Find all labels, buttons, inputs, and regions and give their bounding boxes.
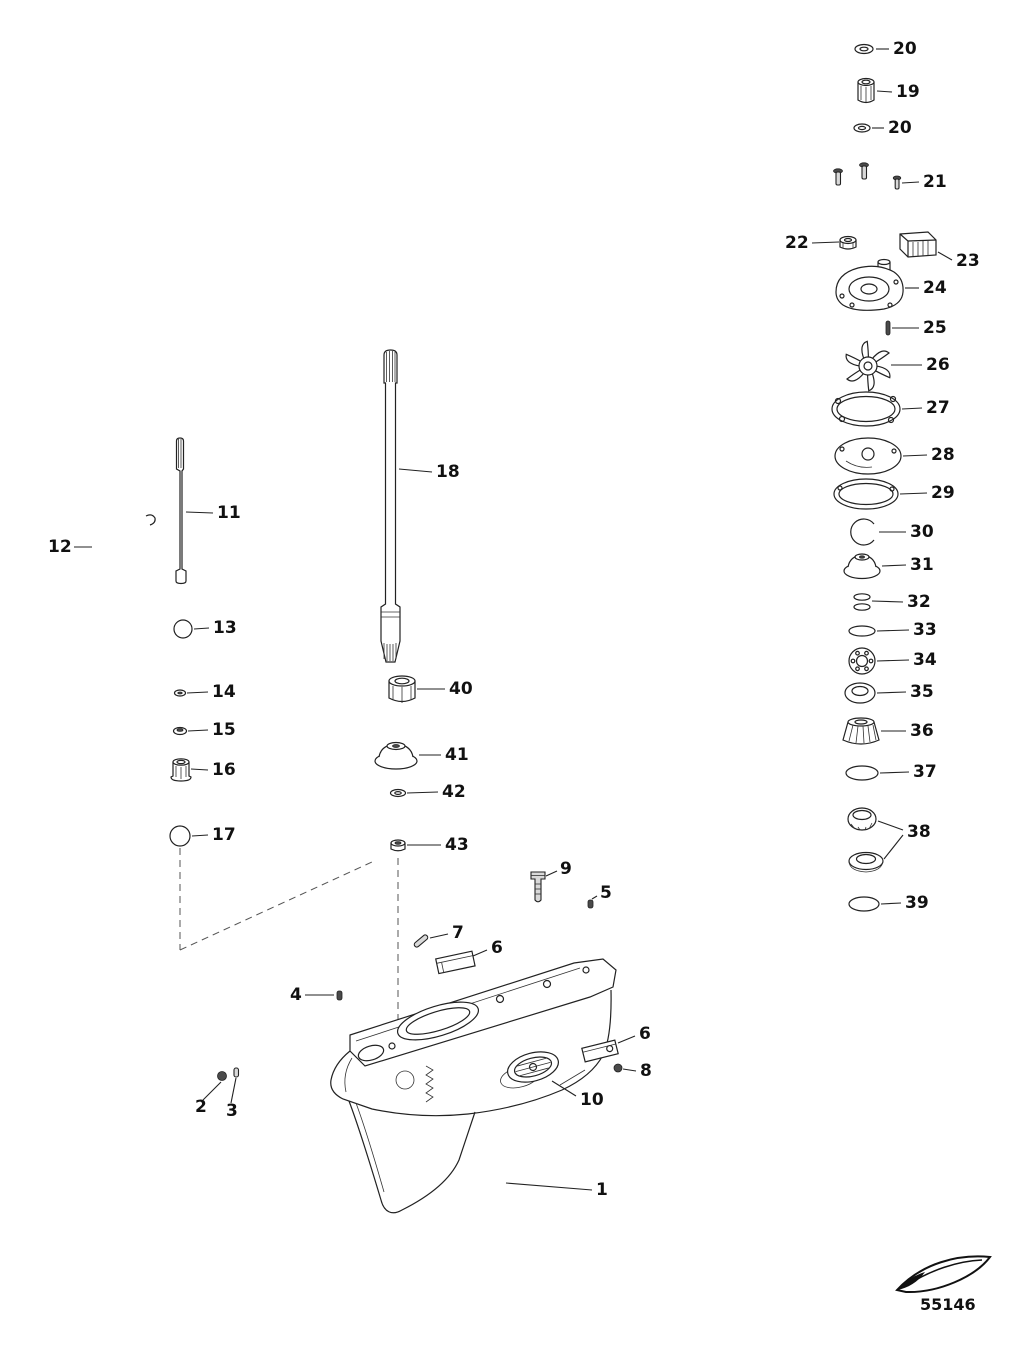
part-o-ring-17 bbox=[169, 825, 191, 847]
callout-37: 37 bbox=[913, 762, 937, 782]
part-anode-block-6a bbox=[435, 950, 476, 975]
part-water-inlet-10 bbox=[507, 1051, 559, 1083]
callout-31: 31 bbox=[910, 555, 934, 575]
callout-26: 26 bbox=[926, 355, 950, 375]
callout-10: 10 bbox=[580, 1090, 604, 1110]
callout-41: 41 bbox=[445, 745, 469, 765]
part-bearing-34 bbox=[848, 647, 876, 675]
callout-24: 24 bbox=[923, 278, 947, 298]
part-bolt-9 bbox=[530, 871, 546, 903]
part-pin-7 bbox=[413, 934, 429, 948]
part-pin-5 bbox=[587, 899, 594, 909]
part-seal-ring-20-bottom bbox=[853, 123, 871, 133]
callout-35: 35 bbox=[910, 682, 934, 702]
callout-23: 23 bbox=[956, 251, 980, 271]
callout-36: 36 bbox=[910, 721, 934, 741]
part-washer-14 bbox=[173, 689, 187, 697]
part-seals-32 bbox=[853, 593, 871, 611]
part-key-25 bbox=[885, 320, 891, 336]
callout-1: 1 bbox=[596, 1180, 608, 1200]
callout-15: 15 bbox=[212, 720, 236, 740]
part-gear-housing-1 bbox=[330, 958, 617, 1214]
part-tapered-bearing-36 bbox=[842, 717, 880, 745]
part-pin-4 bbox=[336, 990, 343, 1001]
part-washer-42 bbox=[389, 788, 407, 798]
callout-38: 38 bbox=[907, 822, 931, 842]
part-seal-ring-20-top bbox=[854, 43, 874, 55]
callout-29: 29 bbox=[931, 483, 955, 503]
callout-21: 21 bbox=[923, 172, 947, 192]
part-seal-15 bbox=[172, 726, 188, 736]
callout-22: 22 bbox=[785, 233, 809, 253]
callout-17: 17 bbox=[212, 825, 236, 845]
assembly-dashed-lines bbox=[179, 848, 399, 1032]
callout-19: 19 bbox=[896, 82, 920, 102]
part-pin-3 bbox=[233, 1067, 240, 1078]
callout-40: 40 bbox=[449, 679, 473, 699]
callout-28: 28 bbox=[931, 445, 955, 465]
callout-labels: 20 19 20 21 22 23 24 25 26 27 28 29 30 3… bbox=[48, 39, 980, 1200]
part-bearing-and-race-38 bbox=[847, 807, 884, 873]
callout-4: 4 bbox=[290, 985, 302, 1005]
part-screw-8 bbox=[613, 1063, 623, 1073]
part-o-ring-13 bbox=[173, 619, 193, 639]
leader-lines bbox=[74, 48, 953, 1191]
brand-logo-icon bbox=[895, 1255, 992, 1294]
callout-6-lower: 6 bbox=[639, 1024, 651, 1044]
part-screw-2 bbox=[217, 1071, 227, 1081]
part-o-ring-37 bbox=[845, 765, 879, 781]
callout-20-top: 20 bbox=[893, 39, 917, 59]
part-bushing-16 bbox=[170, 758, 192, 782]
part-water-pump-cover-24 bbox=[835, 258, 904, 311]
callout-34: 34 bbox=[913, 650, 937, 670]
part-screws-21 bbox=[833, 162, 902, 190]
callout-11: 11 bbox=[217, 503, 241, 523]
callout-12: 12 bbox=[48, 537, 72, 557]
callout-8: 8 bbox=[640, 1061, 652, 1081]
part-oil-seal-carrier-31 bbox=[843, 553, 881, 580]
callout-20-bottom: 20 bbox=[888, 118, 912, 138]
callout-5: 5 bbox=[600, 883, 612, 903]
part-seal-carrier-41 bbox=[374, 741, 418, 770]
part-shift-shaft-11 bbox=[175, 437, 187, 585]
callout-39: 39 bbox=[905, 893, 929, 913]
part-snap-ring-30 bbox=[850, 518, 875, 546]
part-clip-12 bbox=[145, 514, 156, 526]
figure-number: 55146 bbox=[920, 1295, 976, 1314]
callout-7: 7 bbox=[452, 923, 464, 943]
callout-33: 33 bbox=[913, 620, 937, 640]
part-face-plate-28 bbox=[834, 437, 902, 475]
part-bushing-19 bbox=[857, 77, 875, 104]
callout-13: 13 bbox=[213, 618, 237, 638]
callout-42: 42 bbox=[442, 782, 466, 802]
callout-6-upper: 6 bbox=[491, 938, 503, 958]
part-bushing-40 bbox=[388, 675, 416, 703]
callout-25: 25 bbox=[923, 318, 947, 338]
part-ring-35 bbox=[844, 682, 876, 704]
callout-14: 14 bbox=[212, 682, 236, 702]
callout-32: 32 bbox=[907, 592, 931, 612]
part-cap-22 bbox=[839, 235, 857, 250]
callout-9: 9 bbox=[560, 859, 572, 879]
part-driveshaft-18 bbox=[380, 349, 401, 663]
part-gasket-27 bbox=[831, 391, 901, 427]
part-impeller-26 bbox=[845, 340, 891, 392]
part-block-23 bbox=[899, 231, 937, 258]
callout-18: 18 bbox=[436, 462, 460, 482]
part-plug-43 bbox=[390, 839, 406, 852]
callout-3: 3 bbox=[226, 1101, 238, 1121]
callout-43: 43 bbox=[445, 835, 469, 855]
callout-27: 27 bbox=[926, 398, 950, 418]
part-o-ring-33 bbox=[848, 625, 876, 637]
callout-2: 2 bbox=[195, 1097, 207, 1117]
callout-16: 16 bbox=[212, 760, 236, 780]
callout-30: 30 bbox=[910, 522, 934, 542]
part-o-ring-39 bbox=[848, 896, 880, 912]
part-anode-block-6b bbox=[581, 1039, 619, 1063]
part-gasket-29 bbox=[833, 478, 899, 510]
